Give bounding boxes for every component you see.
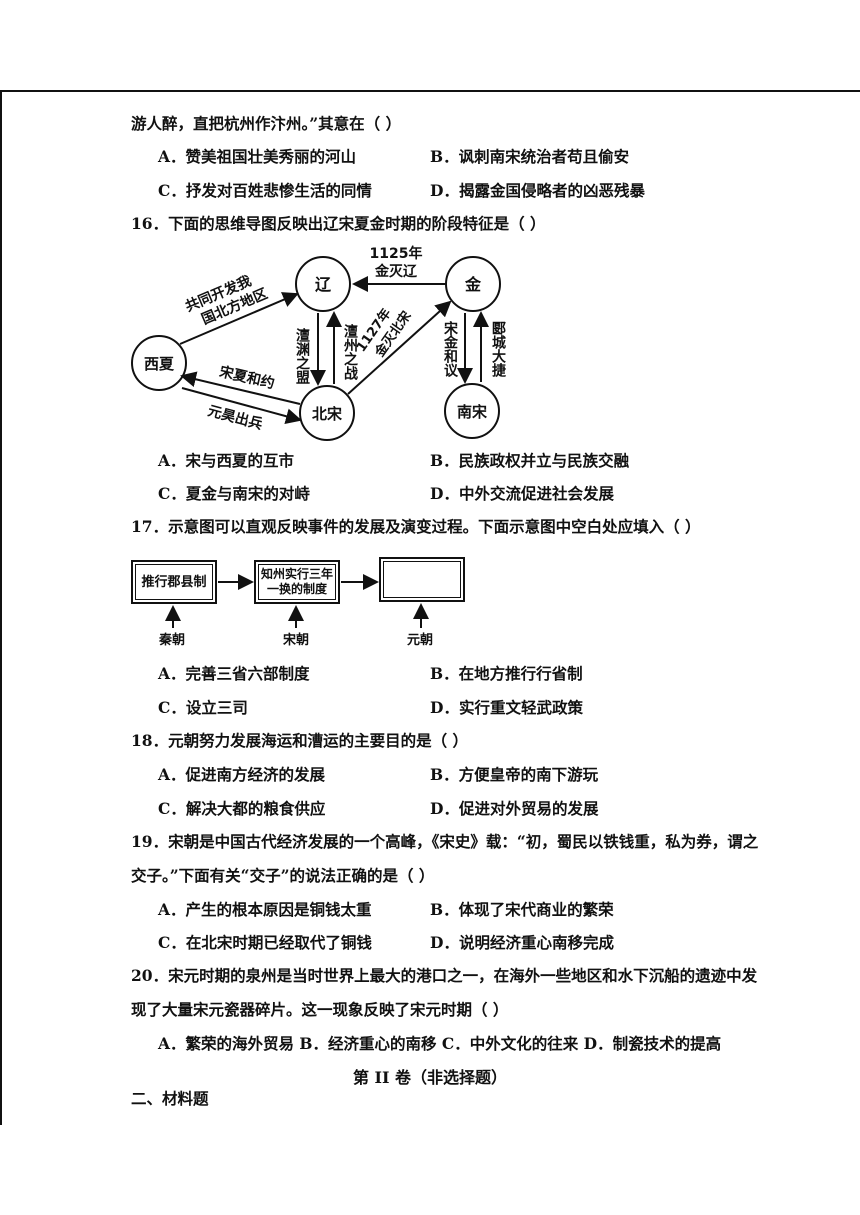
node-xixia-label: 西夏 xyxy=(144,355,175,373)
q15-option-b[interactable]: B．讽刺南宋统治者苟且偷安 xyxy=(430,147,630,166)
q19-option-d[interactable]: D．说明经济重心南移完成 xyxy=(430,933,614,952)
flow-box-yuan-blank xyxy=(379,557,465,602)
q17-option-c[interactable]: C．设立三司 xyxy=(158,698,248,717)
q19-option-c[interactable]: C．在北宋时期已经取代了铜钱 xyxy=(158,933,372,952)
q16-option-d[interactable]: D．中外交流促进社会发展 xyxy=(430,484,614,503)
q16-mind-map: 辽 金 西夏 北宋 南宋 共同开发我 国北方地区 1125年 金灭辽 1127年… xyxy=(131,245,506,441)
q15-option-d[interactable]: D．揭露金国侵略者的凶恶残暴 xyxy=(430,181,645,200)
flow-box-song: 知州实行三年 一换的制度 xyxy=(254,560,340,604)
q18-option-b[interactable]: B．方便皇帝的南下游玩 xyxy=(430,765,599,784)
edge-label-songjin-peace: 宋金和议 xyxy=(442,320,459,378)
flow-box-song-line1: 知州实行三年 xyxy=(260,567,333,581)
node-nansong xyxy=(444,383,500,439)
q17-option-b[interactable]: B．在地方推行行省制 xyxy=(430,664,583,683)
edge-label-jin-liao-line1: 1125年 xyxy=(370,245,423,262)
node-liao xyxy=(295,256,351,312)
q16-stem: 16．下面的思维导图反映出辽宋夏金时期的阶段特征是（ ） xyxy=(131,214,546,233)
edge-label-chanzhou: 澶州之战 xyxy=(342,323,359,381)
edge-label-yuanhao: 元昊出兵 xyxy=(206,402,264,433)
flow-label-qin: 秦朝 xyxy=(159,633,186,648)
q18-stem: 18．元朝努力发展海运和漕运的主要目的是（ ） xyxy=(131,731,468,750)
q15-option-a[interactable]: A．赞美祖国壮美秀丽的河山 xyxy=(158,147,357,166)
flow-box-qin: 推行郡县制 xyxy=(131,560,217,604)
q16-option-c[interactable]: C．夏金与南宋的对峙 xyxy=(158,484,310,503)
left-border-line xyxy=(0,90,2,1125)
edge-label-chanyuan: 澶渊之盟 xyxy=(294,327,310,384)
node-xixia xyxy=(131,335,187,391)
q20-stem-line1: 20．宋元时期的泉州是当时世界上最大的港口之一，在海外一些地区和水下沉船的遗迹中… xyxy=(131,966,758,985)
node-liao-label: 辽 xyxy=(315,275,332,294)
q15-stem-tail: 游人醉，直把杭州作汴州。”其意在（ ） xyxy=(131,114,402,133)
q17-stem: 17．示意图可以直观反映事件的发展及演变过程。下面示意图中空白处应填入（ ） xyxy=(131,517,701,536)
q16-option-a[interactable]: A．宋与西夏的互市 xyxy=(158,451,295,470)
q20-options[interactable]: A．繁荣的海外贸易 B．经济重心的南移 C．中外文化的往来 D．制瓷技术的提高 xyxy=(158,1034,722,1053)
flow-label-yuan: 元朝 xyxy=(407,633,434,648)
q18-option-c[interactable]: C．解决大都的粮食供应 xyxy=(158,799,326,818)
flow-label-song: 宋朝 xyxy=(283,633,310,648)
q18-option-a[interactable]: A．促进南方经济的发展 xyxy=(158,765,326,784)
q15-option-c[interactable]: C．抒发对百姓悲惨生活的同情 xyxy=(158,181,372,200)
q19-option-a[interactable]: A．产生的根本原因是铜钱太重 xyxy=(158,900,372,919)
q19-stem-line1: 19．宋朝是中国古代经济发展的一个高峰，《宋史》载：“初，蜀民以铁钱重，私为券，… xyxy=(131,832,759,851)
q16-option-b[interactable]: B．民族政权并立与民族交融 xyxy=(430,451,630,470)
q18-option-d[interactable]: D．促进对外贸易的发展 xyxy=(430,799,599,818)
node-nansong-label: 南宋 xyxy=(457,403,488,421)
q17-option-d[interactable]: D．实行重文轻武政策 xyxy=(430,698,583,717)
q17-flow-arrows xyxy=(165,574,429,628)
part2-title: 第 II 卷（非选择题） xyxy=(352,1068,508,1087)
node-jin-label: 金 xyxy=(464,275,482,294)
q17-option-a[interactable]: A．完善三省六部制度 xyxy=(158,664,310,683)
edge-label-yancheng: 郾城大捷 xyxy=(490,320,506,378)
flow-box-qin-text: 推行郡县制 xyxy=(141,574,207,590)
top-border-line xyxy=(0,90,860,92)
q19-option-b[interactable]: B．体现了宋代商业的繁荣 xyxy=(430,900,614,919)
flow-box-song-line2: 一换的制度 xyxy=(266,582,327,596)
q20-stem-line2: 现了大量宋元瓷器碎片。这一现象反映了宋元时期（ ） xyxy=(131,1000,509,1019)
edge-label-jin-liao-line2: 金灭辽 xyxy=(374,263,418,280)
section-heading-material: 二、材料题 xyxy=(131,1089,209,1108)
q19-stem-line2: 交子。”下面有关“交子”的说法正确的是（ ） xyxy=(131,866,435,885)
node-beisong-label: 北宋 xyxy=(312,405,343,423)
edge-label-songxia-peace: 宋夏和约 xyxy=(217,363,276,392)
